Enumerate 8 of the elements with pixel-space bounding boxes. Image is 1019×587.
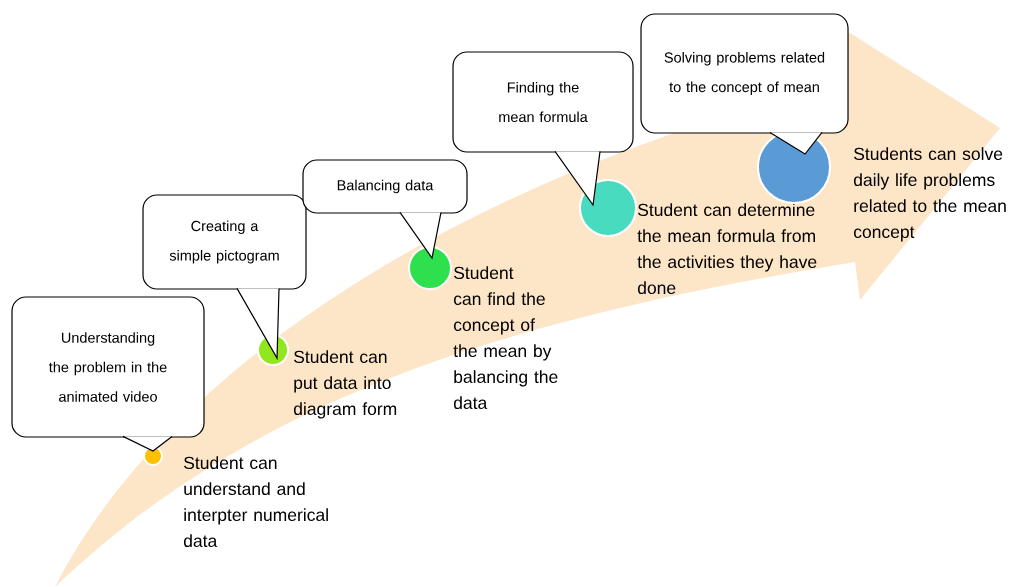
speech-bubble: Understanding the problem in the animated video [11,296,205,452]
speech-bubble: Finding the mean formula [452,51,634,207]
step-description: Students can solve daily life problems related to the mean concept [853,147,1006,242]
step-description: Student can determine the mean formula from the activities they have done [637,203,817,295]
speech-bubble: Solving problems related to the concept of mean [640,13,849,155]
step-description: Student can understand and interpter numerical data [183,456,328,548]
step-description: Student can find the concept of the mean by balancing the data [453,266,558,410]
speech-bubble: Balancing data [302,159,468,260]
